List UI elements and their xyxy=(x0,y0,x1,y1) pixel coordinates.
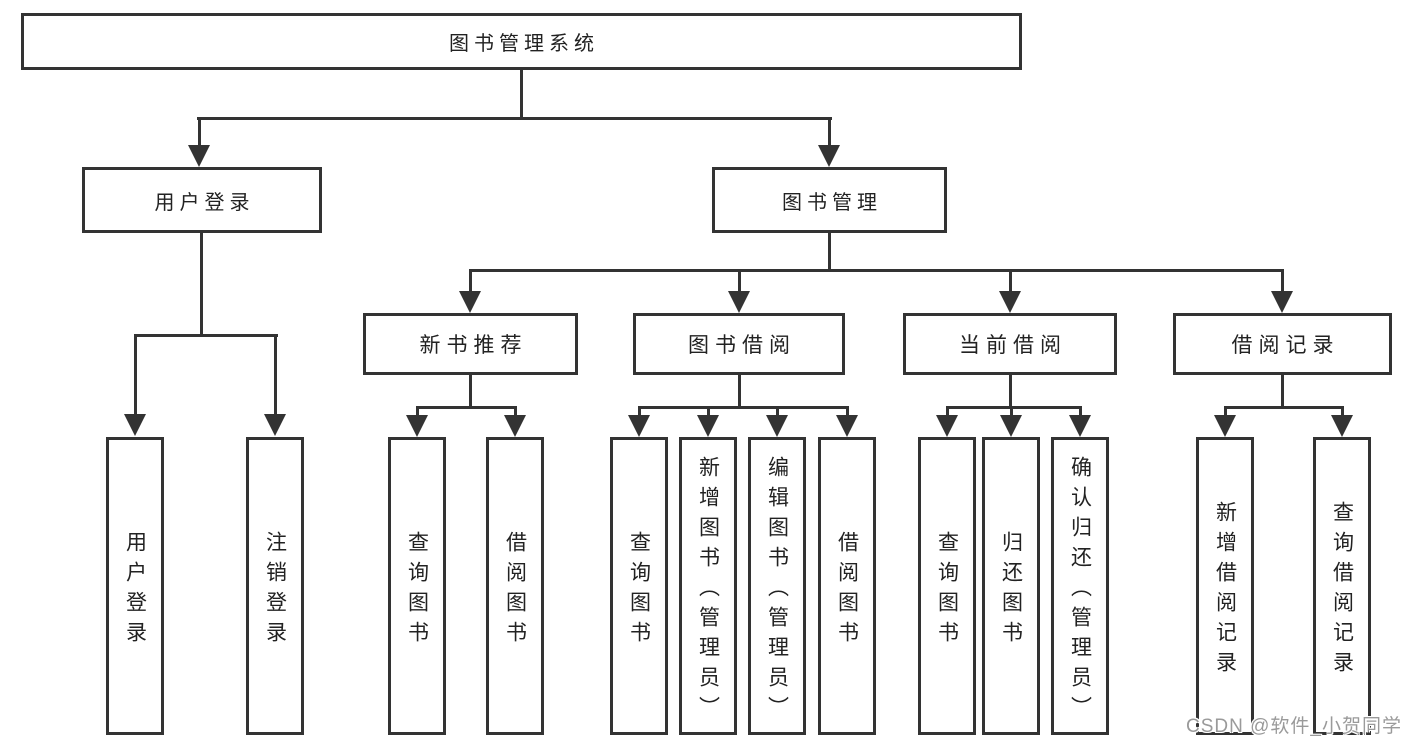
node-label: 图书管理 xyxy=(782,191,882,214)
connector-line xyxy=(200,233,203,337)
leaf-return-book: 归还图书 xyxy=(982,437,1040,735)
connector-line xyxy=(1281,375,1284,409)
arrowhead-down xyxy=(1069,415,1091,437)
node-book-management: 图书管理 xyxy=(712,167,947,233)
arrowhead-down xyxy=(1214,415,1236,437)
connector-line xyxy=(1224,406,1227,418)
arrowhead-down xyxy=(406,415,428,437)
connector-line xyxy=(198,117,201,147)
leaf-borrow-books-recommend: 借阅图书 xyxy=(486,437,544,735)
arrowhead-down xyxy=(836,415,858,437)
leaf-query-books-recommend: 查询图书 xyxy=(388,437,446,735)
connector-line xyxy=(828,117,831,147)
node-user-login: 用户登录 xyxy=(82,167,322,233)
connector-line xyxy=(1009,269,1012,293)
arrowhead-down xyxy=(936,415,958,437)
connector-line xyxy=(738,375,741,409)
leaf-label: 确认归还（管理员） xyxy=(1068,455,1092,726)
leaf-query-books-current: 查询图书 xyxy=(918,437,976,735)
leaf-query-borrow-record: 查询借阅记录 xyxy=(1313,437,1371,735)
arrowhead-down xyxy=(1000,415,1022,437)
leaf-label: 借阅图书 xyxy=(835,530,859,651)
leaf-label: 借阅图书 xyxy=(503,530,527,651)
leaf-label: 用户登录 xyxy=(123,530,147,651)
arrowhead-down xyxy=(264,414,286,436)
connector-line xyxy=(638,406,849,409)
connector-line xyxy=(197,117,832,120)
node-borrow-records: 借阅记录 xyxy=(1173,313,1392,375)
leaf-edit-book-admin: 编辑图书（管理员） xyxy=(748,437,806,735)
arrowhead-down xyxy=(459,291,481,313)
leaf-user-login: 用户登录 xyxy=(106,437,164,735)
leaf-label: 查询借阅记录 xyxy=(1330,500,1354,681)
connector-line xyxy=(946,406,949,418)
arrowhead-down xyxy=(188,145,210,167)
leaf-label: 查询图书 xyxy=(405,530,429,651)
connector-line xyxy=(416,406,517,409)
connector-line xyxy=(134,334,137,416)
connector-line xyxy=(1079,406,1082,418)
arrowhead-down xyxy=(124,414,146,436)
node-current-borrow: 当前借阅 xyxy=(903,313,1117,375)
arrowhead-down xyxy=(504,415,526,437)
leaf-add-book-admin: 新增图书（管理员） xyxy=(679,437,737,735)
connector-line xyxy=(1010,406,1013,418)
node-label: 用户登录 xyxy=(154,191,255,214)
leaf-borrow-books: 借阅图书 xyxy=(818,437,876,735)
node-library-system: 图书管理系统 xyxy=(21,13,1022,70)
arrowhead-down xyxy=(999,291,1021,313)
arrowhead-down xyxy=(697,415,719,437)
connector-line xyxy=(638,406,641,418)
leaf-label: 归还图书 xyxy=(999,530,1023,651)
connector-line xyxy=(274,334,277,416)
connector-line xyxy=(416,406,419,418)
node-label: 图书管理系统 xyxy=(449,33,599,55)
connector-line xyxy=(846,406,849,418)
connector-line xyxy=(776,406,779,418)
leaf-label: 新增图书（管理员） xyxy=(696,455,720,726)
connector-line xyxy=(469,269,1284,272)
leaf-add-borrow-record: 新增借阅记录 xyxy=(1196,437,1254,735)
leaf-query-books-borrow: 查询图书 xyxy=(610,437,668,735)
leaf-label: 注销登录 xyxy=(263,530,287,651)
watermark: CSDN @软件_小贺同学 xyxy=(1186,716,1402,737)
connector-line xyxy=(707,406,710,418)
node-label: 新书推荐 xyxy=(419,334,528,357)
arrowhead-down xyxy=(818,145,840,167)
arrowhead-down xyxy=(728,291,750,313)
node-label: 借阅记录 xyxy=(1231,334,1340,357)
leaf-label: 查询图书 xyxy=(935,530,959,651)
connector-line xyxy=(514,406,517,418)
node-new-book-recommend: 新书推荐 xyxy=(363,313,578,375)
connector-line xyxy=(469,269,472,293)
arrowhead-down xyxy=(1331,415,1353,437)
node-book-borrow: 图书借阅 xyxy=(633,313,845,375)
leaf-label: 编辑图书（管理员） xyxy=(765,455,789,726)
connector-line xyxy=(946,406,1082,409)
leaf-confirm-return-admin: 确认归还（管理员） xyxy=(1051,437,1109,735)
arrowhead-down xyxy=(1271,291,1293,313)
connector-line xyxy=(520,70,523,120)
node-label: 图书借阅 xyxy=(688,334,796,357)
connector-line xyxy=(828,233,831,272)
connector-line xyxy=(1224,406,1344,409)
leaf-logout: 注销登录 xyxy=(246,437,304,735)
leaf-label: 新增借阅记录 xyxy=(1213,500,1237,681)
connector-line xyxy=(1281,269,1284,293)
arrowhead-down xyxy=(628,415,650,437)
arrowhead-down xyxy=(766,415,788,437)
node-label: 当前借阅 xyxy=(959,334,1067,357)
connector-line xyxy=(738,269,741,293)
leaf-label: 查询图书 xyxy=(627,530,651,651)
connector-line xyxy=(1009,375,1012,409)
connector-line xyxy=(1341,406,1344,418)
connector-line xyxy=(469,375,472,409)
connector-line xyxy=(134,334,278,337)
